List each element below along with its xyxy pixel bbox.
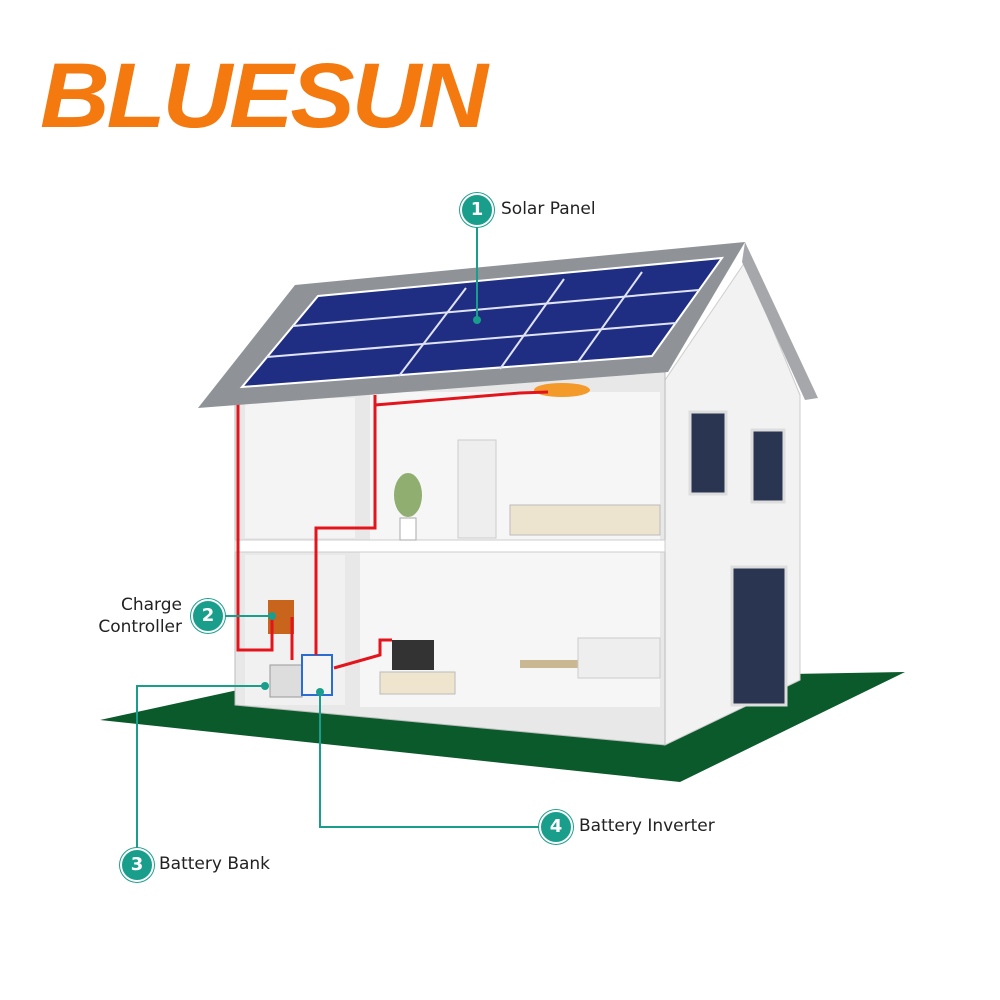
window [688,410,728,496]
plant-leaves [394,473,422,517]
tv [392,640,434,670]
callout-3-badge: 3 [120,848,154,882]
door [457,439,497,539]
callout-dots [261,316,481,696]
callout-2-badge: 2 [191,599,225,633]
battery-inverter-label: Battery Inverter [579,816,715,836]
window [750,428,786,504]
wiring [314,398,377,655]
dining-table [520,660,620,668]
callout-1-badge: 1 [460,193,494,227]
plant-pot [399,517,417,541]
charge-controller-label: Charge Controller [90,594,182,638]
floor-slab [234,539,666,553]
roof-gable-trim [742,242,818,400]
solar-panel-label: Solar Panel [501,199,596,219]
glass-door [730,565,788,707]
battery-inverter-device [301,654,333,696]
room-upper-left [245,398,355,538]
solar-panel-grid [266,271,700,377]
wiring [333,638,392,670]
bluesun-logo: BLUESUN [40,45,488,147]
battery-bank-device [269,664,303,698]
solar-panel-array [239,256,725,389]
kitchen-counter [577,637,661,679]
callout-4-badge: 4 [539,810,573,844]
tv-stand [379,671,456,695]
bed [509,504,661,536]
battery-bank-label: Battery Bank [159,854,271,874]
ceiling-light [534,383,590,397]
charge-controller-line1: Charge [120,595,182,615]
callout-lines [136,225,541,850]
charge-controller-line2: Controller [98,617,182,637]
